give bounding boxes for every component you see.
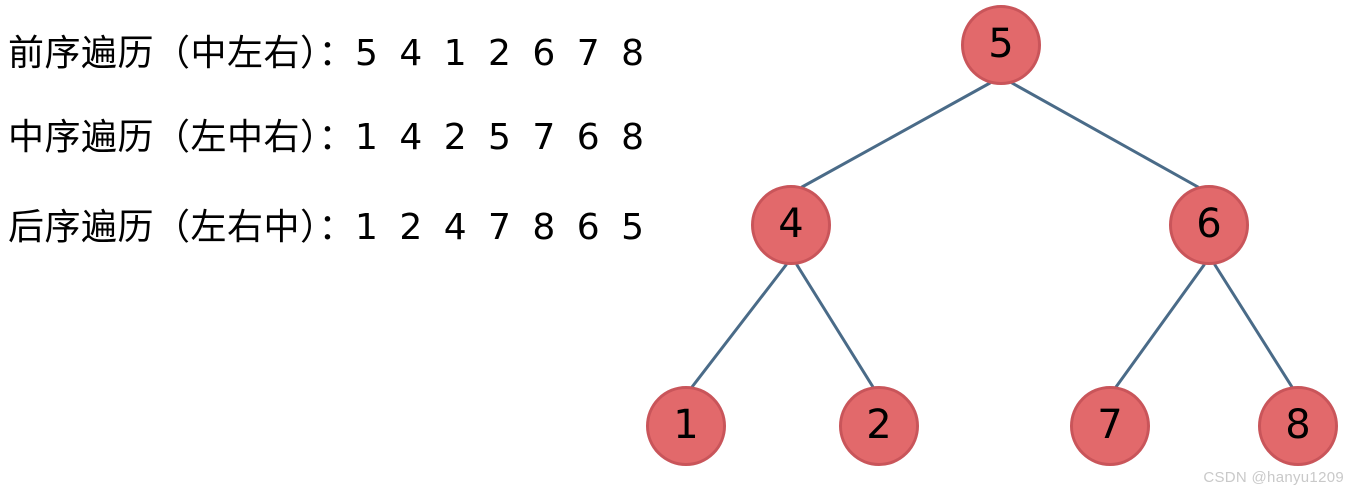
tree-edge-n4-n2 xyxy=(795,263,875,389)
traversal-sequence-postorder: 1 2 4 7 8 6 5 xyxy=(355,207,650,248)
tree-node-8[interactable]: 8 xyxy=(1258,386,1338,466)
traversal-line-preorder: 前序遍历（中左右）：5 4 1 2 6 7 8 xyxy=(8,24,649,76)
traversal-label-inorder: 中序遍历（左中右）： xyxy=(8,117,356,158)
traversal-line-inorder: 中序遍历（左中右）：1 4 2 5 7 6 8 xyxy=(8,108,649,160)
watermark-text: CSDN @hanyu1209 xyxy=(1203,469,1344,486)
tree-edge-n6-n8 xyxy=(1213,263,1294,389)
tree-edge-n4-n1 xyxy=(690,263,788,389)
tree-node-label: 8 xyxy=(1285,402,1311,448)
traversal-line-postorder: 后序遍历（左右中）：1 2 4 7 8 6 5 xyxy=(8,198,649,250)
traversal-sequence-preorder: 5 4 1 2 6 7 8 xyxy=(355,33,650,74)
tree-node-label: 1 xyxy=(673,402,699,448)
tree-node-label: 5 xyxy=(988,21,1014,67)
traversal-sequence-inorder: 1 4 2 5 7 6 8 xyxy=(355,117,650,158)
traversal-label-preorder: 前序遍历（中左右）： xyxy=(8,33,356,74)
tree-node-label: 2 xyxy=(866,402,892,448)
tree-node-label: 7 xyxy=(1097,402,1123,448)
traversal-list: 前序遍历（中左右）：5 4 1 2 6 7 8 中序遍历（左中右）：1 4 2 … xyxy=(8,0,708,290)
tree-edge-n6-n7 xyxy=(1114,263,1206,389)
tree-node-5[interactable]: 5 xyxy=(961,5,1041,85)
tree-node-label: 4 xyxy=(778,201,804,247)
tree-node-2[interactable]: 2 xyxy=(839,386,919,466)
tree-edge-n5-n4 xyxy=(800,81,992,189)
tree-node-label: 6 xyxy=(1196,201,1222,247)
tree-node-7[interactable]: 7 xyxy=(1070,386,1150,466)
tree-node-1[interactable]: 1 xyxy=(646,386,726,466)
traversal-label-postorder: 后序遍历（左右中）： xyxy=(8,207,356,248)
tree-node-4[interactable]: 4 xyxy=(751,185,831,265)
tree-node-6[interactable]: 6 xyxy=(1169,185,1249,265)
tree-edge-n5-n6 xyxy=(1010,81,1200,189)
